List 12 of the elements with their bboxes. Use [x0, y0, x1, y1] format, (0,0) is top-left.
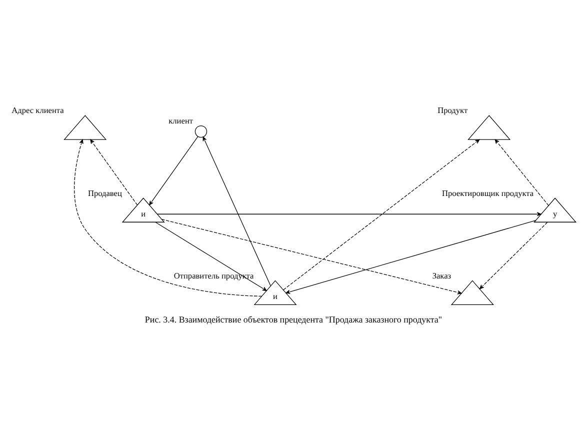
arrow	[149, 136, 198, 205]
arrow	[479, 221, 548, 289]
arrow	[161, 218, 462, 294]
arrow	[494, 138, 549, 206]
node-circle	[194, 124, 208, 138]
arrow	[74, 138, 262, 296]
arrow	[157, 212, 542, 216]
arrow	[90, 138, 138, 205]
caption: Рис. 3.4. Взаимодействие объектов прецедента "Продажа заказного продукта"	[144, 314, 442, 324]
arrow	[155, 221, 267, 290]
arrow	[286, 220, 536, 294]
arrow	[283, 138, 480, 290]
